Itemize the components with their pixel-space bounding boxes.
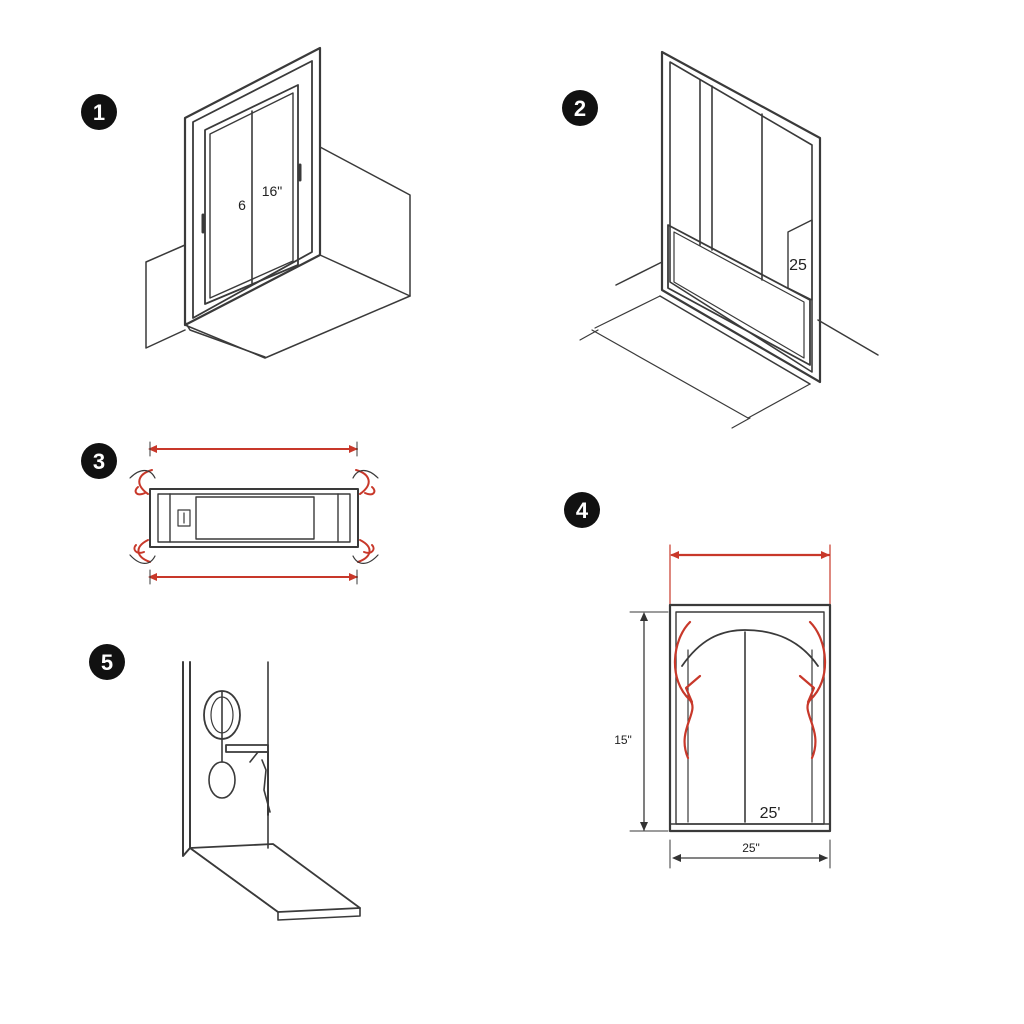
step-4: 4 15" 25' (564, 492, 832, 869)
step-4-inner-label: 25' (760, 805, 781, 822)
step-4-number: 4 (576, 498, 589, 523)
step-3-badge: 3 (81, 443, 117, 479)
step-5-badge: 5 (89, 644, 125, 680)
step-5: 5 (89, 644, 361, 921)
step-4-right-curve-arrow (798, 674, 816, 704)
step-3-top-view-illustration (129, 441, 379, 585)
step-2-number: 2 (574, 96, 586, 121)
step-2-shower-panel-illustration: 25 (579, 50, 879, 429)
step-4-front-view-illustration: 15" 25' 25" (614, 544, 832, 869)
step-3: 3 (81, 441, 379, 585)
step-3-number: 3 (93, 449, 105, 474)
step-1-badge: 1 (81, 94, 117, 130)
step-2: 2 25 (562, 50, 879, 429)
step-2-label-25: 25 (789, 257, 807, 274)
step-1: 1 6 16" (81, 46, 411, 359)
step-4-width-label: 25" (742, 841, 760, 855)
step-5-number: 5 (101, 650, 113, 675)
step-2-badge: 2 (562, 90, 598, 126)
step-4-left-curve-arrow (684, 674, 702, 704)
step-4-badge: 4 (564, 492, 600, 528)
step-1-door-illustration: 6 16" (145, 46, 411, 359)
step-5-fixture-illustration (182, 661, 361, 921)
step-1-label-6: 6 (238, 197, 246, 213)
step-1-number: 1 (93, 100, 105, 125)
step-4-height-label: 15" (614, 733, 632, 747)
step-1-label-16in: 16" (262, 183, 283, 199)
